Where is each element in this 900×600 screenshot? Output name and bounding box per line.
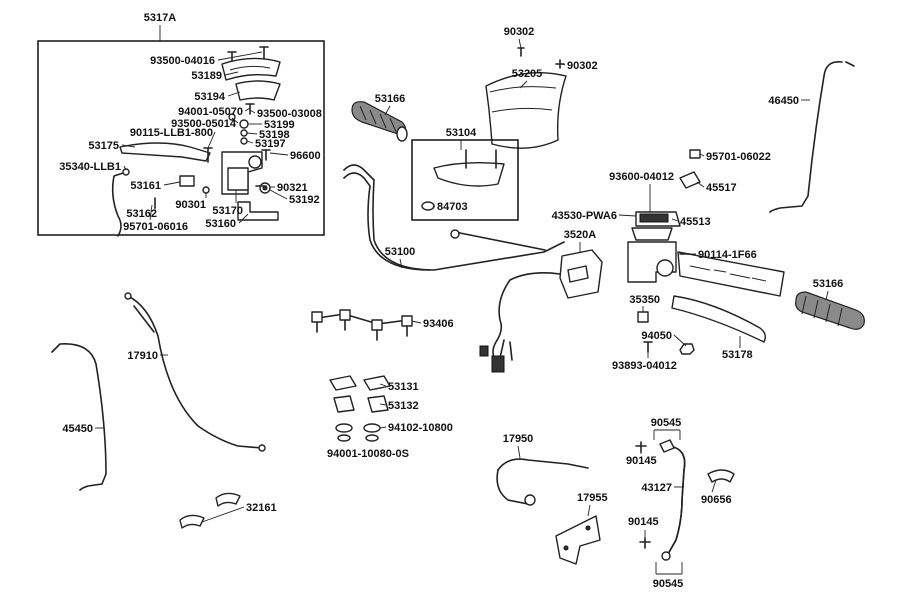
group-5317A-labels: 93500-04016 53189 53194 94001-05070 9350…	[59, 51, 322, 233]
label-53132: 53132	[388, 400, 419, 412]
label-45450: 45450	[62, 423, 93, 435]
label-5317A: 5317A	[144, 12, 176, 24]
cable-45450: 45450	[51, 343, 107, 491]
label-90545-bottom: 90545	[653, 578, 684, 590]
label-93500-03008: 93500-03008	[257, 108, 322, 120]
label-53194: 53194	[194, 91, 225, 103]
label-53104: 53104	[446, 127, 477, 139]
label-53166-right: 53166	[813, 278, 844, 290]
label-32161: 32161	[246, 502, 277, 514]
label-94102-10800: 94102-10800	[388, 422, 453, 434]
handlebar-cover-parts	[351, 47, 567, 221]
label-53162: 53162	[126, 208, 157, 220]
label-90301: 90301	[175, 199, 206, 211]
label-53170: 53170	[212, 205, 243, 217]
label-45517: 45517	[706, 182, 737, 194]
label-53160: 53160	[205, 218, 236, 230]
clamps-32161: 32161	[179, 492, 277, 529]
label-53198: 53198	[259, 129, 290, 141]
label-95701-06022: 95701-06022	[706, 151, 771, 163]
label-90545-top: 90545	[651, 417, 682, 429]
right-master-cylinder-labels: 95701-06022 93600-04012 45517 43530-PWA6…	[552, 151, 771, 372]
label-90145-top: 90145	[626, 455, 657, 467]
label-53166-left: 53166	[375, 93, 406, 105]
label-90302-right: 90302	[567, 60, 598, 72]
label-94001-10080-0S: 94001-10080-0S	[327, 448, 409, 460]
cables-17950-17955: 17950 17955	[496, 433, 608, 565]
handlebar-holders: 53131 53132 94102-10800 94001-10080-0S	[327, 375, 453, 460]
label-17910: 17910	[127, 350, 158, 362]
handlebar-53100: 53100	[343, 164, 565, 271]
label-90321: 90321	[277, 182, 308, 194]
label-93406: 93406	[423, 318, 454, 330]
label-90114-1F66: 90114-1F66	[698, 249, 757, 261]
label-53100: 53100	[385, 246, 416, 258]
label-17955: 17955	[577, 492, 608, 504]
label-94001-05070: 94001-05070	[178, 106, 243, 118]
label-94050: 94050	[641, 330, 672, 342]
label-43530-PWA6: 43530-PWA6	[552, 210, 617, 222]
label-46450: 46450	[768, 95, 799, 107]
label-93893-04012: 93893-04012	[612, 360, 677, 372]
bolts-93406: 93406	[311, 309, 454, 341]
label-53131: 53131	[388, 381, 419, 393]
label-90656: 90656	[701, 494, 732, 506]
label-84703: 84703	[437, 201, 468, 213]
cable-17910: 17910	[124, 292, 266, 452]
label-53178: 53178	[722, 349, 753, 361]
label-53199: 53199	[264, 119, 295, 131]
label-35350: 35350	[629, 294, 660, 306]
label-53197: 53197	[255, 138, 286, 150]
label-35340-LLB1: 35340-LLB1	[59, 161, 121, 173]
label-90302-top: 90302	[504, 26, 535, 38]
label-96600: 96600	[290, 150, 321, 162]
label-93500-04016: 93500-04016	[150, 55, 215, 67]
label-90115-LLB1-800: 90115-LLB1-800	[130, 127, 213, 139]
label-53192: 53192	[289, 194, 320, 206]
label-17950: 17950	[503, 433, 534, 445]
label-43127: 43127	[641, 482, 672, 494]
switch-3520A	[479, 249, 603, 373]
cable-46450: 46450	[768, 60, 855, 213]
label-3520A: 3520A	[564, 229, 596, 241]
group-5317A: 5317A	[37, 12, 325, 236]
label-53161: 53161	[130, 180, 161, 192]
label-45513: 45513	[680, 216, 711, 228]
handlebar-cover-labels: 90302 90302 53205 53166 53104 84703	[375, 26, 598, 213]
label-90145-bottom: 90145	[628, 516, 659, 528]
brake-hose-43127: 90545 90145 90656 43127 90145 90545	[626, 417, 735, 590]
right-grip-53166: 53166	[795, 278, 865, 330]
label-95701-06016: 95701-06016	[123, 221, 188, 233]
left-master-cylinder-parts	[111, 46, 281, 237]
label-93600-04012: 93600-04012	[609, 171, 674, 183]
label-53175: 53175	[88, 140, 119, 152]
label-93500-05014: 93500-05014	[171, 118, 237, 130]
label-53189: 53189	[191, 70, 222, 82]
label-53205: 53205	[512, 68, 543, 80]
right-master-cylinder-parts	[627, 149, 785, 355]
